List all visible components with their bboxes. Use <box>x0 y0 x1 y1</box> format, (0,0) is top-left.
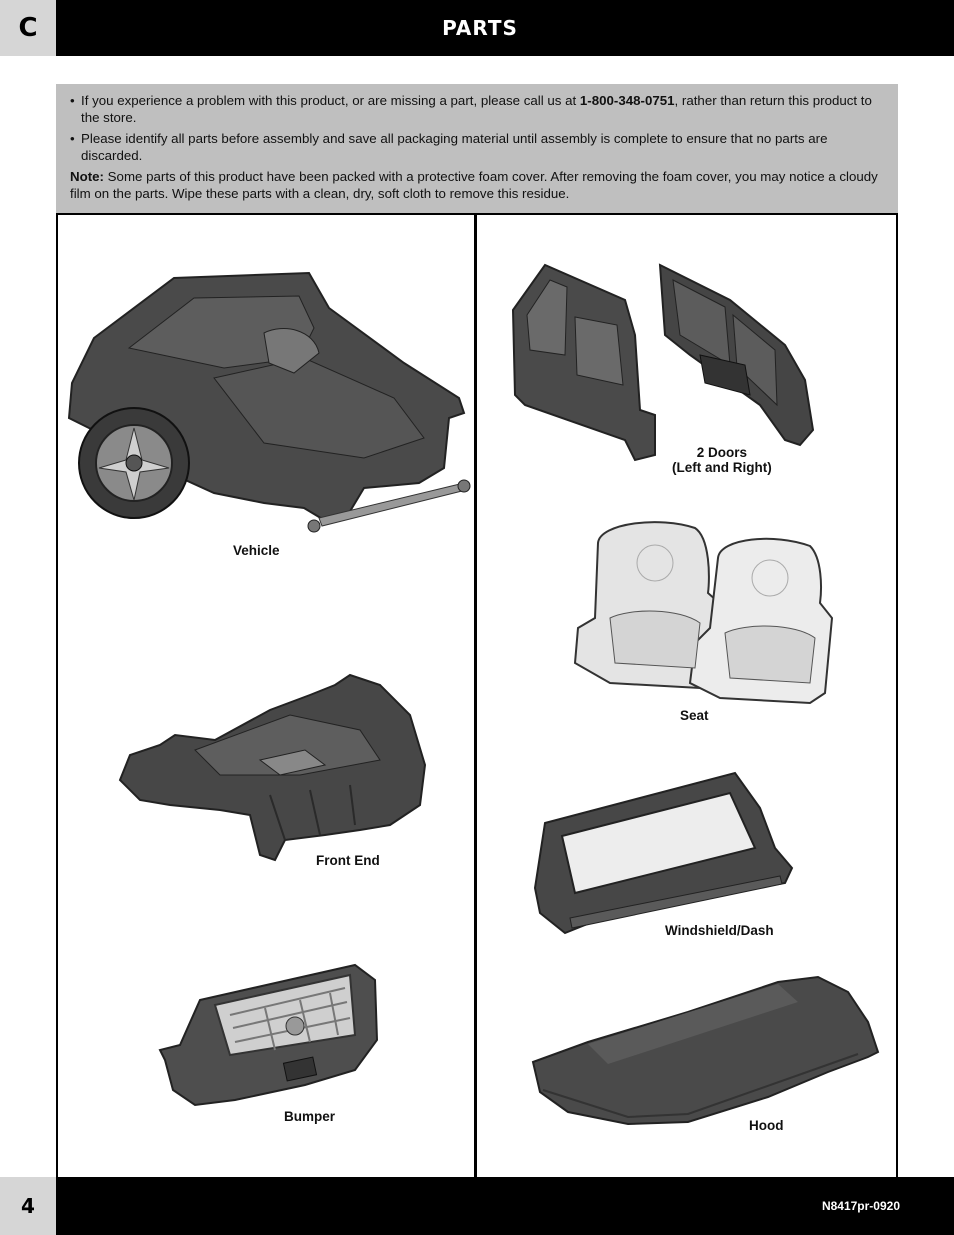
page-title: PARTS <box>442 16 518 40</box>
notice-text: , rather than return this product to the… <box>81 93 872 125</box>
note-label: Note: <box>70 169 104 184</box>
page-number-tab: 4 <box>0 1177 56 1235</box>
doors-label: 2 Doors(Left and Right) <box>672 445 772 475</box>
phone-number: 1-800-348-0751 <box>579 93 675 108</box>
document-code: N8417pr-0920 <box>821 1199 900 1213</box>
section-tab: C <box>0 0 56 56</box>
seat-label: Seat <box>680 708 709 723</box>
hood-illustration <box>531 975 880 1126</box>
page-number: 4 <box>21 1194 35 1218</box>
footer-bar: N8417pr-0920 <box>56 1177 954 1235</box>
hood-label: Hood <box>749 1118 784 1133</box>
front-end-label: Front End <box>316 853 380 868</box>
windshield-label: Windshield/Dash <box>665 923 774 938</box>
note: Note: Some parts of this product have be… <box>70 168 884 202</box>
header-bar: PARTS <box>56 0 954 56</box>
notice-text: Please identify all parts before assembl… <box>81 131 828 163</box>
seat-illustration <box>573 521 834 705</box>
notice-text: If you experience a problem with this pr… <box>81 93 580 108</box>
doors-label-line1: 2 Doors <box>696 445 747 460</box>
notice-bullet-1: •If you experience a problem with this p… <box>70 93 872 125</box>
notice-box: •If you experience a problem with this p… <box>56 84 898 214</box>
bumper-illustration <box>158 963 379 1107</box>
note-text: Some parts of this product have been pac… <box>70 169 878 201</box>
section-letter: C <box>18 13 38 43</box>
grid-divider <box>474 213 477 1179</box>
doors-illustration <box>511 263 815 462</box>
vehicle-illustration <box>67 271 471 533</box>
bumper-label: Bumper <box>284 1109 336 1124</box>
doors-label-line2: (Left and Right) <box>672 460 772 475</box>
windshield-illustration <box>533 771 794 935</box>
notice-bullet-2: •Please identify all parts before assemb… <box>70 131 828 163</box>
front-end-illustration <box>118 673 427 862</box>
vehicle-label: Vehicle <box>233 543 280 558</box>
